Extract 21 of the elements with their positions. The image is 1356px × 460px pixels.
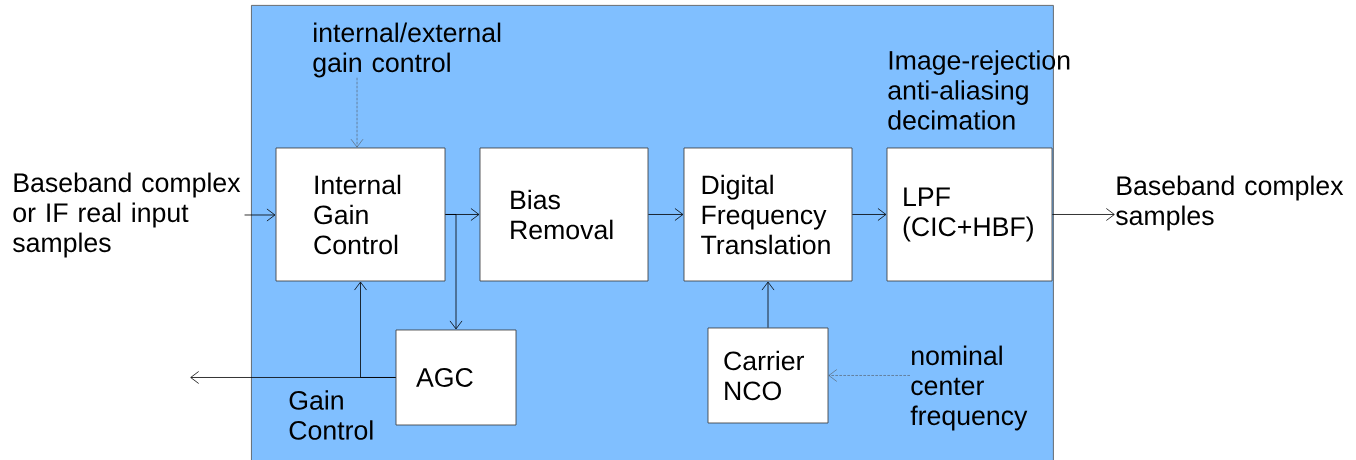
- filter-box: LPF (CIC+HBF): [886, 147, 1053, 282]
- arrow: [828, 369, 911, 382]
- process-box: Digital Frequency Translation: [683, 147, 853, 282]
- signal-text: internal/external gain control: [313, 22, 501, 78]
- edge-label: Gain Control: [289, 390, 373, 440]
- signal-text: nominal center frequency: [910, 345, 1028, 431]
- signal-text: Baseband complex samples: [1116, 175, 1344, 231]
- arrow: [761, 281, 775, 328]
- arrow: [852, 208, 887, 221]
- arrow: [1052, 208, 1115, 221]
- arrow: [350, 77, 364, 148]
- arrow: [190, 371, 396, 384]
- signal-text: Baseband complex or IF real input samples: [13, 172, 241, 258]
- arrow: [445, 214, 463, 330]
- heading-text: Image-rejection anti-aliasing decimation: [888, 50, 1070, 130]
- process-box: AGC: [395, 329, 517, 426]
- process-box: Carrier NCO: [707, 327, 829, 424]
- arrow: [244, 208, 276, 222]
- process-box: Internal Gain Control: [275, 147, 446, 282]
- arrow: [648, 208, 684, 221]
- process-box: Bias Removal: [479, 147, 649, 282]
